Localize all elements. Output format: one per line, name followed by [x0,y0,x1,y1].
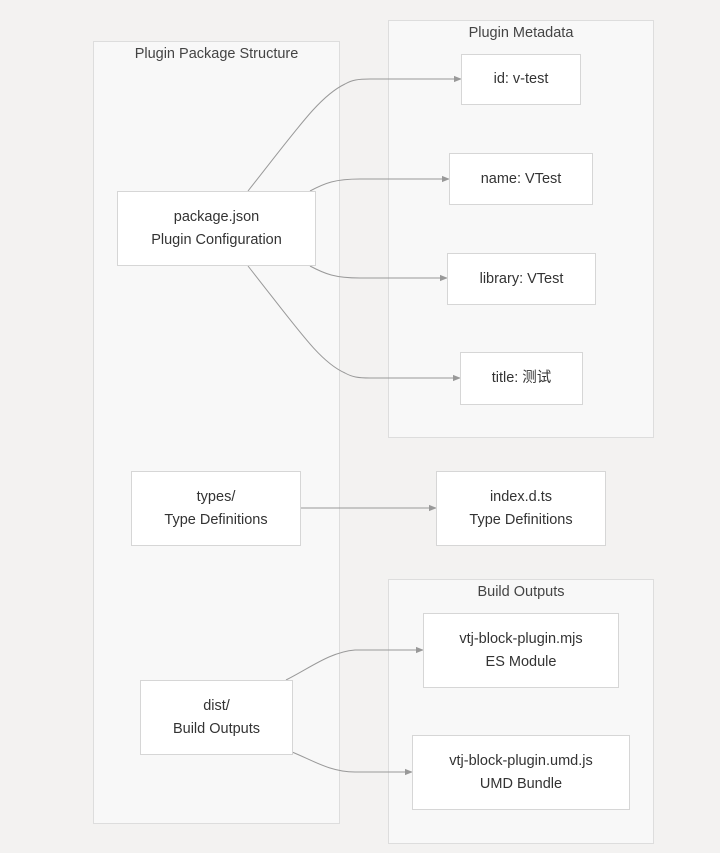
node-meta-title[interactable]: title: 测试 [460,352,583,405]
node-label-line2: UMD Bundle [479,775,563,792]
node-label-line1: types/ [196,488,236,505]
node-index-dts[interactable]: index.d.ts Type Definitions [436,471,606,546]
node-umd[interactable]: vtj-block-plugin.umd.js UMD Bundle [412,735,630,810]
node-label-line1: index.d.ts [489,488,553,505]
node-label-line1: vtj-block-plugin.mjs [459,630,583,647]
cluster-title: Plugin Package Structure [134,46,299,62]
node-mjs[interactable]: vtj-block-plugin.mjs ES Module [423,613,619,688]
node-dist[interactable]: dist/ Build Outputs [140,680,293,755]
node-label-line2: Type Definitions [469,511,573,528]
node-label-line1: vtj-block-plugin.umd.js [449,752,593,769]
node-label: library: VTest [479,270,564,287]
node-label: name: VTest [480,170,562,187]
node-label: title: 测试 [491,370,552,386]
node-label: id: v-test [493,71,549,87]
node-meta-library[interactable]: library: VTest [447,253,596,305]
node-meta-name[interactable]: name: VTest [449,153,593,205]
node-label-line2: Type Definitions [164,511,268,528]
cluster-title: Plugin Metadata [468,25,574,41]
node-package-json[interactable]: package.json Plugin Configuration [117,191,316,266]
node-types[interactable]: types/ Type Definitions [131,471,301,546]
node-label-line2: ES Module [485,653,557,670]
node-label-line1: package.json [173,208,260,225]
node-label-line1: dist/ [203,697,230,714]
cluster-title: Build Outputs [477,584,565,600]
node-label-line2: Build Outputs [172,720,261,737]
node-label-line2: Plugin Configuration [151,231,282,248]
node-meta-id[interactable]: id: v-test [461,54,581,105]
